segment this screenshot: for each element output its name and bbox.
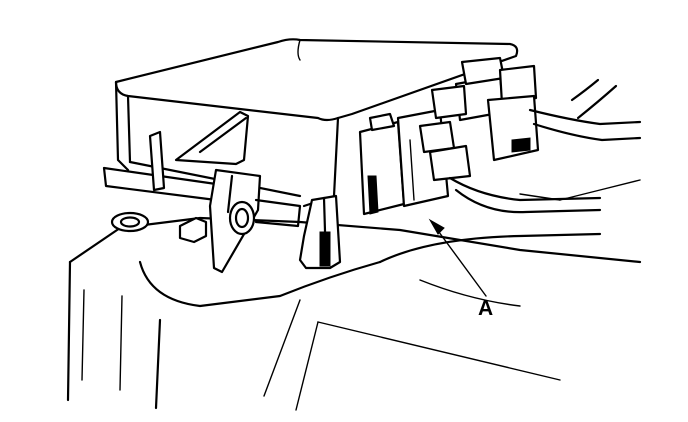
connector-rear — [430, 56, 540, 162]
connector-front — [358, 108, 472, 216]
callout-leader-a — [428, 218, 487, 297]
mounting-bracket — [102, 110, 302, 274]
body-panel — [66, 179, 642, 411]
floor-bolt-hole — [110, 211, 150, 233]
callout-label-a: A — [478, 297, 494, 320]
wire-harness — [448, 78, 642, 214]
side-bracket — [298, 194, 342, 270]
unit-housing — [114, 38, 519, 208]
